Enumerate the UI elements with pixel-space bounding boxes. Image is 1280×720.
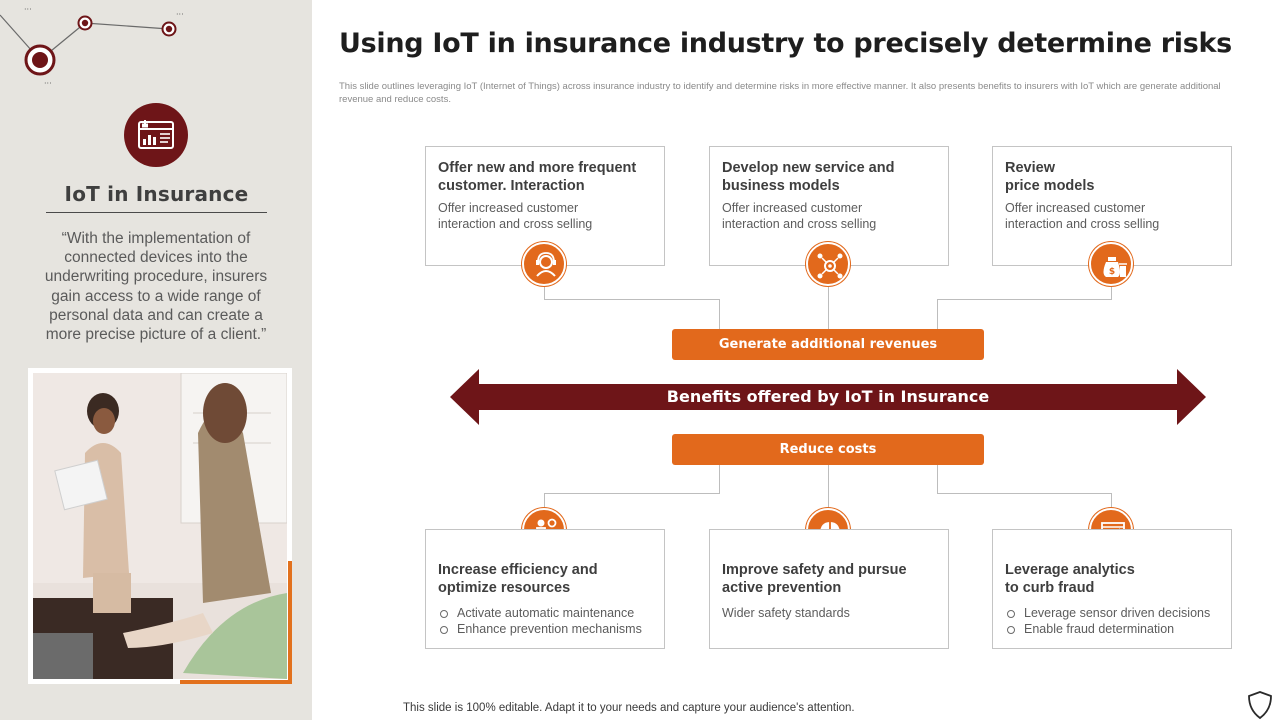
card-text: Wider safety standards <box>722 606 850 620</box>
connector-line <box>937 464 938 494</box>
card-bullet-list: Leverage sensor driven decisions Enable … <box>1005 605 1210 637</box>
card-title: Develop new service and <box>722 160 895 176</box>
connector-line <box>828 285 829 329</box>
card-text: interaction and cross selling <box>1005 217 1160 231</box>
list-item: Leverage sensor driven decisions <box>1005 605 1210 621</box>
connector-line <box>937 299 938 329</box>
network-gear-icon <box>806 242 850 286</box>
photo-accent-border <box>180 561 292 684</box>
connector-line <box>1111 493 1112 508</box>
card-text: interaction and cross selling <box>438 217 593 231</box>
page-subtitle: This slide outlines leveraging IoT (Inte… <box>339 81 1221 105</box>
left-panel: ··· ··· ··· IoT in Insurance “With the i… <box>0 0 312 720</box>
card-title: active prevention <box>722 580 842 596</box>
svg-text:···: ··· <box>176 10 184 19</box>
footer-note: This slide is 100% editable. Adapt it to… <box>403 702 855 714</box>
svg-text:···: ··· <box>44 79 52 88</box>
card-text: Offer increased customer <box>438 201 579 215</box>
connector-line <box>544 299 720 300</box>
card-title: price models <box>1005 178 1095 194</box>
list-item: Enable fraud determination <box>1005 621 1210 637</box>
panel-quote: “With the implementation of connected de… <box>44 230 268 344</box>
connector-line <box>937 493 1112 494</box>
card-text: Offer increased customer <box>722 201 863 215</box>
benefits-title: Benefits offered by IoT in Insurance <box>666 387 990 406</box>
card-bullet-list: Activate automatic maintenance Enhance p… <box>438 605 642 637</box>
page-title: Using IoT in insurance industry to preci… <box>339 28 1232 59</box>
benefits-double-arrow <box>450 369 1206 425</box>
card-title: business models <box>722 178 840 194</box>
card-text: interaction and cross selling <box>722 217 877 231</box>
connector-line <box>544 493 545 508</box>
list-item: Activate automatic maintenance <box>438 605 642 621</box>
card-text: Offer increased customer <box>1005 201 1146 215</box>
meeting-photo <box>33 373 287 679</box>
customer-service-icon <box>522 242 566 286</box>
panel-divider <box>46 212 267 213</box>
benefit-card-fraud: Leverage analytics to curb fraud Leverag… <box>992 529 1232 649</box>
card-title: Review <box>1005 160 1055 176</box>
connector-line <box>544 285 545 300</box>
connector-line <box>1111 285 1112 300</box>
card-title: customer. Interaction <box>438 178 585 194</box>
money-bag-icon: $ <box>1089 242 1133 286</box>
card-title: to curb fraud <box>1005 580 1095 596</box>
benefit-card-efficiency: Increase efficiency and optimize resourc… <box>425 529 665 649</box>
generate-revenues-label: Generate additional revenues <box>672 329 984 360</box>
connector-line <box>719 464 720 494</box>
connector-line <box>719 299 720 329</box>
shield-icon <box>1248 691 1272 720</box>
panel-title: IoT in Insurance <box>64 182 249 206</box>
card-title: Leverage analytics <box>1005 562 1135 578</box>
svg-text:···: ··· <box>24 5 32 14</box>
reduce-costs-label: Reduce costs <box>672 434 984 465</box>
benefit-card-safety: Improve safety and pursue active prevent… <box>709 529 949 649</box>
connector-line <box>828 464 829 508</box>
card-title: optimize resources <box>438 580 571 596</box>
list-item: Enhance prevention mechanisms <box>438 621 642 637</box>
card-title: Improve safety and pursue <box>722 562 907 578</box>
connector-line <box>937 299 1112 300</box>
card-title: Increase efficiency and <box>438 562 598 578</box>
network-decoration: ··· ··· ··· <box>0 5 184 88</box>
connector-line <box>544 493 720 494</box>
iot-dashboard-icon <box>124 103 188 167</box>
card-title: Offer new and more frequent <box>438 160 637 176</box>
svg-text:$: $ <box>1109 267 1115 277</box>
